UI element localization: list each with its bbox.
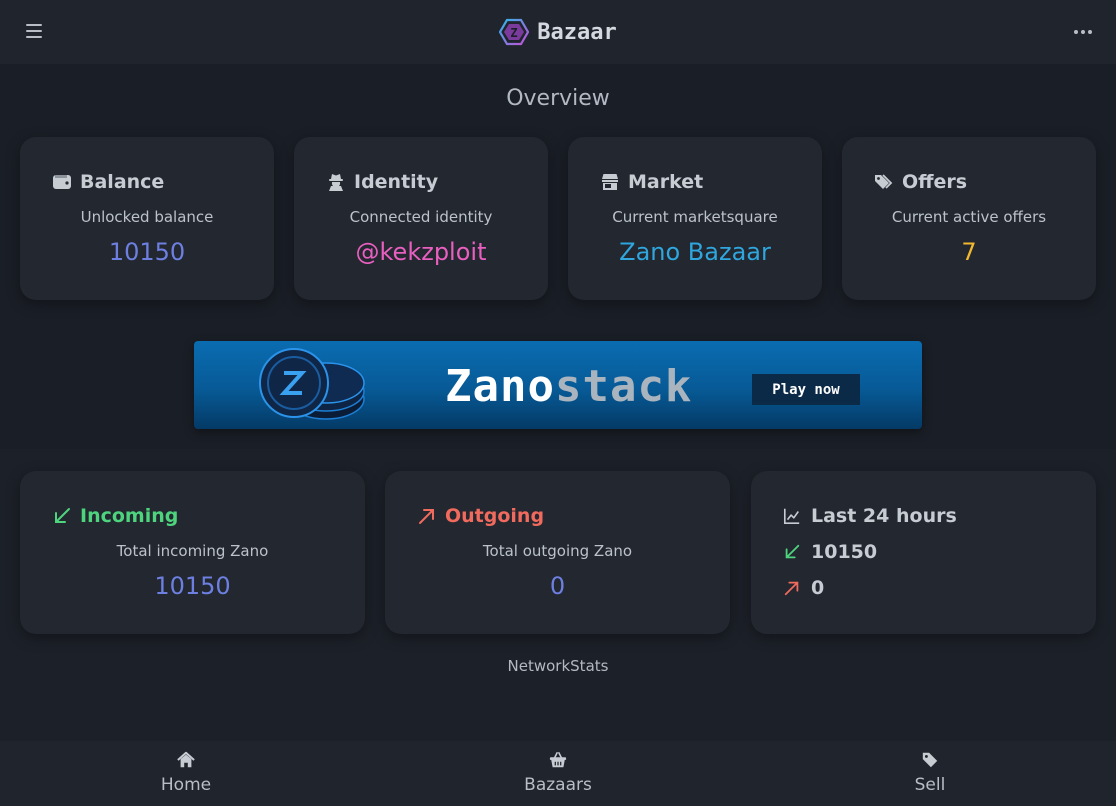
play-now-button[interactable]: Play now: [752, 374, 860, 405]
arrow-up-right-icon: [419, 509, 434, 524]
basket-icon: [549, 751, 567, 768]
wallet-icon: [53, 175, 71, 189]
svg-text:Z: Z: [511, 26, 518, 40]
coin-stack-icon: [259, 348, 365, 420]
last-24-hours-card: Last 24 hours 10150 0: [751, 471, 1096, 634]
home-icon: [177, 751, 195, 768]
bazaar-logo-icon: Z: [499, 18, 530, 46]
ellipsis-icon[interactable]: [1074, 24, 1092, 40]
balance-subtitle: Unlocked balance: [80, 208, 214, 226]
incoming-title: Incoming: [80, 505, 179, 527]
market-title: Market: [628, 171, 704, 193]
nav-sell-label: Sell: [914, 775, 946, 795]
brand[interactable]: Z Bazaar: [499, 17, 617, 47]
bottom-nav: Home Bazaars Sell: [0, 741, 1116, 806]
nav-bazaars[interactable]: Bazaars: [372, 741, 744, 806]
identity-title: Identity: [354, 171, 439, 193]
offers-value: 7: [961, 238, 977, 266]
last-24-incoming-value: 10150: [811, 541, 878, 563]
banner-title: Zanostack: [445, 361, 692, 412]
banner-title-part2: stack: [554, 361, 693, 412]
tag-icon: [922, 752, 938, 768]
balance-card: Balance Unlocked balance 10150: [20, 137, 274, 300]
outgoing-subtitle: Total outgoing Zano: [482, 542, 633, 560]
top-header: Z Bazaar: [0, 0, 1116, 64]
outgoing-value: 0: [549, 572, 566, 600]
hamburger-icon[interactable]: [26, 24, 42, 38]
network-stats-label: NetworkStats: [507, 657, 609, 675]
outgoing-card: Outgoing Total outgoing Zano 0: [385, 471, 730, 634]
nav-bazaars-label: Bazaars: [524, 775, 592, 795]
last-24-title: Last 24 hours: [811, 505, 957, 527]
last-24-outgoing-value: 0: [811, 577, 825, 599]
nav-sell[interactable]: Sell: [744, 741, 1116, 806]
user-secret-icon: [329, 174, 343, 191]
offers-card: Offers Current active offers 7: [842, 137, 1096, 300]
market-card: Market Current marketsquare Zano Bazaar: [568, 137, 822, 300]
market-value: Zano Bazaar: [619, 238, 771, 266]
tags-icon: [875, 174, 893, 189]
outgoing-title: Outgoing: [445, 505, 545, 527]
brand-name: Bazaar: [537, 19, 617, 45]
incoming-subtitle: Total incoming Zano: [116, 542, 269, 560]
nav-home-label: Home: [160, 775, 212, 795]
incoming-card: Incoming Total incoming Zano 10150: [20, 471, 365, 634]
offers-title: Offers: [902, 171, 968, 193]
identity-value: @kekzploit: [355, 238, 487, 266]
market-subtitle: Current marketsquare: [612, 208, 778, 226]
balance-title: Balance: [80, 171, 165, 193]
chart-line-icon: [783, 508, 800, 525]
identity-card: Identity Connected identity @kekzploit: [294, 137, 548, 300]
arrow-down-left-icon: [785, 544, 800, 559]
page-title: Overview: [506, 86, 610, 111]
offers-subtitle: Current active offers: [891, 208, 1047, 226]
arrow-up-right-icon: [784, 581, 799, 596]
nav-home[interactable]: Home: [0, 741, 372, 806]
arrow-down-left-icon: [55, 508, 70, 523]
banner-title-part1: Zano: [445, 361, 555, 412]
store-icon: [602, 174, 618, 190]
balance-value: 10150: [108, 238, 186, 266]
incoming-value: 10150: [154, 572, 231, 600]
identity-subtitle: Connected identity: [349, 208, 493, 226]
zanostack-banner[interactable]: Zanostack Play now: [194, 341, 922, 429]
